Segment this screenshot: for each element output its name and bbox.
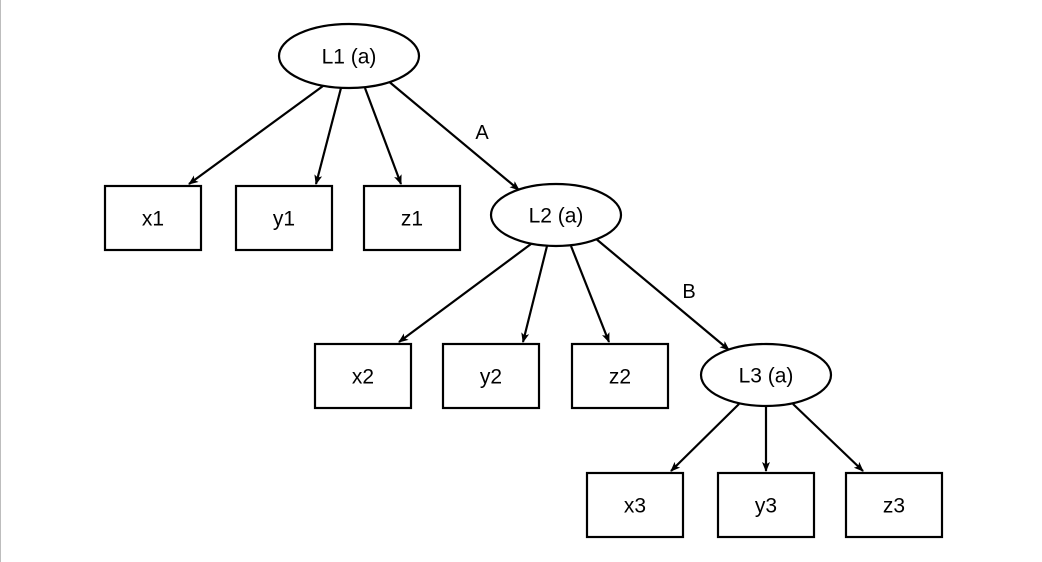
observed-rect-y3: [716, 471, 816, 539]
edge-L2-to-x2: [398, 243, 532, 343]
edge-L2-to-y2: [521, 245, 549, 343]
observed-rect-x2: [313, 342, 413, 410]
edge-label-L2-to-L3: B: [682, 281, 695, 303]
nodes-layer: L1 (a) L2 (a) L3 (a) x1 y1 z1 x2 y2 z2 x3 y3 z3: [103, 22, 944, 539]
node-y2[interactable]: y2: [441, 342, 541, 410]
node-z1[interactable]: z1: [362, 184, 462, 252]
edge-L1-to-z1: [363, 87, 403, 185]
node-label-z2: z2: [609, 366, 631, 389]
node-y1[interactable]: y1: [234, 184, 334, 252]
node-label-x3: x3: [624, 495, 646, 518]
observed-rect-y1: [234, 184, 334, 252]
observed-rect-y2: [441, 342, 541, 410]
node-L1[interactable]: L1 (a): [277, 22, 421, 90]
edge-label-L1-to-L2: A: [475, 122, 489, 144]
latent-ellipse-L3: [699, 342, 833, 408]
observed-rect-x3: [585, 471, 685, 539]
edge-L1-to-L2: [386, 79, 520, 191]
latent-ellipse-L1: [277, 22, 421, 90]
edge-L2-to-z2: [569, 245, 611, 343]
node-label-y3: y3: [755, 495, 777, 518]
observed-rect-z1: [362, 184, 462, 252]
node-label-L1: L1 (a): [322, 46, 377, 69]
observed-rect-x1: [103, 184, 203, 252]
node-x1[interactable]: x1: [103, 184, 203, 252]
node-y3[interactable]: y3: [716, 471, 816, 539]
node-label-y1: y1: [273, 208, 295, 231]
node-z3[interactable]: z3: [844, 471, 944, 539]
node-label-z3: z3: [883, 495, 905, 518]
latent-ellipse-L2: [489, 182, 623, 248]
node-label-x1: x1: [142, 208, 164, 231]
edges-layer: [188, 79, 864, 472]
observed-rect-z3: [844, 471, 944, 539]
node-L2[interactable]: L2 (a): [489, 182, 623, 248]
node-L3[interactable]: L3 (a): [699, 342, 833, 408]
observed-rect-z2: [570, 342, 670, 410]
edge-L1-to-y1: [314, 87, 343, 185]
node-label-L3: L3 (a): [739, 365, 794, 388]
node-label-z1: z1: [401, 208, 423, 231]
node-x3[interactable]: x3: [585, 471, 685, 539]
edge-L3-to-x3: [670, 403, 740, 472]
node-label-y2: y2: [480, 366, 502, 389]
edge-L3-to-z3: [792, 403, 864, 472]
node-label-L2: L2 (a): [529, 205, 584, 228]
node-x2[interactable]: x2: [313, 342, 413, 410]
node-label-x2: x2: [352, 366, 374, 389]
edge-L2-to-L3: [594, 237, 730, 351]
node-z2[interactable]: z2: [570, 342, 670, 410]
edge-L1-to-x1: [188, 85, 324, 185]
edge-labels-layer: AB: [475, 122, 695, 303]
